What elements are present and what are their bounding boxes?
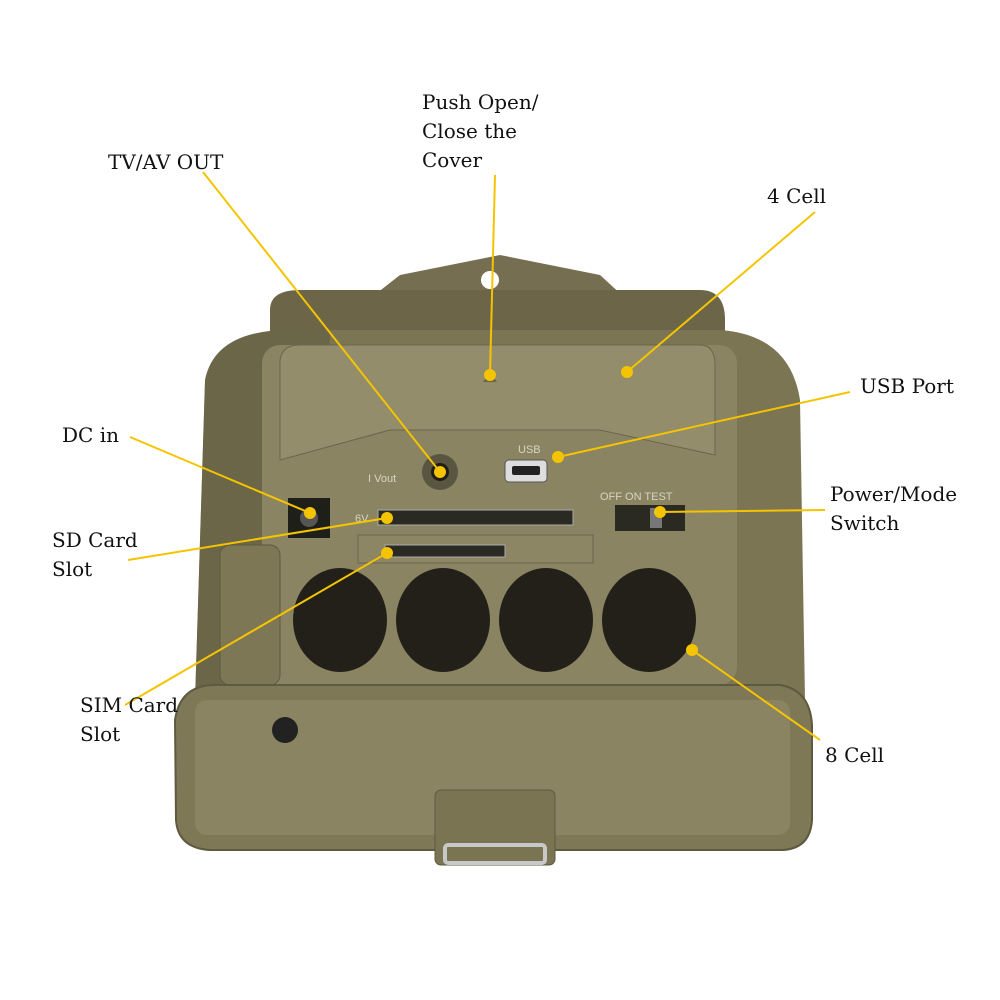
leader-power [659,509,826,513]
leader-tv-av [202,171,441,473]
sim-slot [384,544,506,558]
battery-cells [293,568,696,672]
label-8-cell: 8 Cell [825,743,885,767]
label-dc-in: DC in [62,423,119,447]
label-tv-av-out: TV/AV OUT [108,150,224,174]
label-4-cell: 4 Cell [767,184,827,208]
label-sim-card-slot: SIM Card Slot [80,693,179,746]
leader-lines [124,171,851,741]
four-cell-cover [279,344,716,461]
label-sd-card-slot: SD Card Slot [52,528,138,581]
leader-4-cell [626,211,816,373]
label-usb-port: USB Port [860,374,954,398]
leader-dc-in [129,436,311,514]
leader-sd [127,517,388,561]
callout-dots [304,366,698,656]
leader-8-cell [691,649,821,741]
leader-push-open [489,174,496,376]
door-screw [272,717,298,743]
mount-hole [481,271,499,289]
leader-sim [124,552,388,706]
camera-body-top [270,290,725,340]
switch-marking: OFF ON TEST [600,491,673,503]
label-push-open: Push Open/ Close the Cover [422,90,539,172]
leader-usb [557,391,851,458]
usb-marking: USB [518,444,541,456]
label-power-mode-switch: Power/Mode Switch [830,482,958,535]
side-latch [219,544,281,686]
vout-marking: I Vout [368,473,396,485]
door-latch [434,789,556,866]
sd-slot [377,509,574,526]
